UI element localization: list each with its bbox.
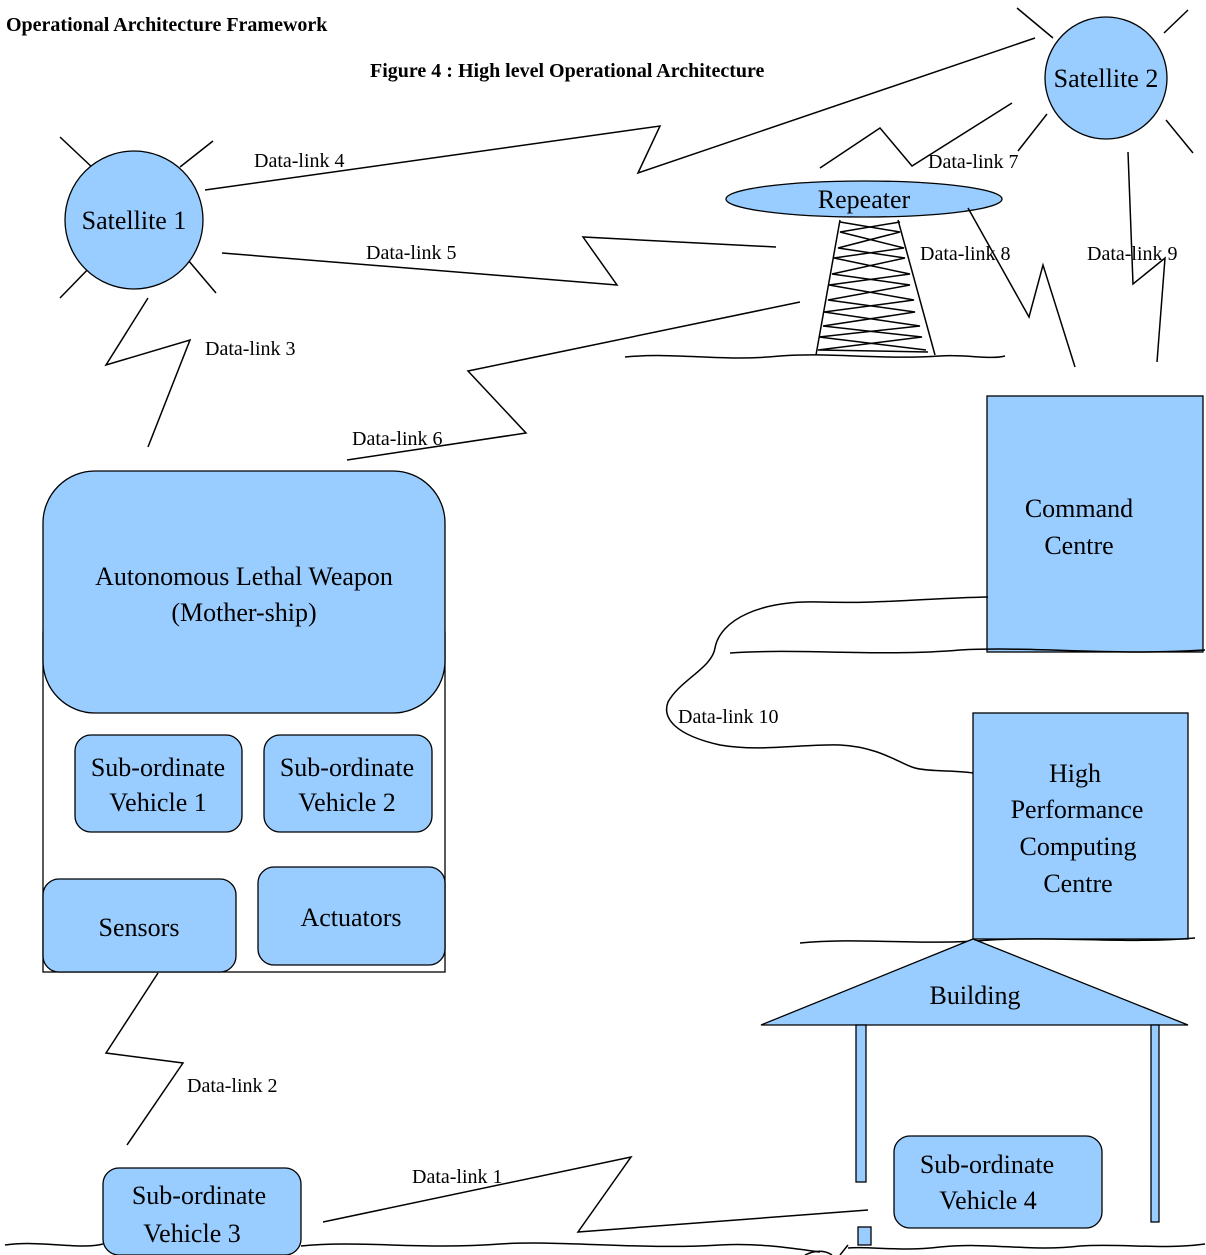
subordinate-vehicle-2-line1: Sub-ordinate: [280, 753, 414, 782]
subordinate-vehicle-2-line2: Vehicle 2: [298, 788, 395, 817]
mothership-subtitle: (Mother-ship): [171, 598, 316, 627]
ground-line-command: [729, 648, 1206, 654]
data-link-5-label: Data-link 5: [366, 242, 457, 264]
data-link-9-label: Data-link 9: [1087, 243, 1178, 265]
satellite-1: Satellite 1: [59, 136, 217, 299]
hpc-line2: Performance: [1011, 795, 1144, 824]
data-link-9-line: [1127, 151, 1166, 363]
hpc-centre: High Performance Computing Centre: [972, 712, 1189, 940]
hpc-line3: Computing: [1019, 832, 1136, 861]
data-link-6-label: Data-link 6: [352, 428, 443, 450]
sensors-box: [42, 878, 237, 973]
actuators-label: Actuators: [300, 903, 401, 932]
data-link-7-line: [819, 102, 1013, 169]
satellite-2: Satellite 2: [1016, 7, 1194, 154]
building: Building Sub-ordinate Vehicle 4: [760, 938, 1189, 1246]
data-link-10-label: Data-link 10: [678, 706, 779, 728]
satellite-2-label: Satellite 2: [1054, 64, 1159, 93]
satellite-1-label: Satellite 1: [82, 206, 187, 235]
data-link-4-line: [204, 37, 1036, 191]
repeater-label: Repeater: [818, 185, 911, 214]
mothership-title: Autonomous Lethal Weapon: [95, 562, 393, 591]
data-link-8-label: Data-link 8: [920, 243, 1011, 265]
data-link-6-line: [346, 301, 801, 461]
data-link-1-line: [322, 1155, 869, 1233]
hpc-line4: Centre: [1043, 869, 1112, 898]
building-label: Building: [929, 981, 1020, 1010]
data-link-7-label: Data-link 7: [928, 151, 1019, 173]
subordinate-vehicle-4-line1: Sub-ordinate: [920, 1150, 1054, 1179]
figure-caption: Figure 4 : High level Operational Archit…: [370, 60, 765, 82]
data-link-5-line: [221, 236, 777, 286]
subordinate-vehicle-1-line2: Vehicle 1: [109, 788, 206, 817]
mothership-group: Autonomous Lethal Weapon (Mother-ship) S…: [42, 470, 446, 973]
command-centre: Command Centre: [986, 395, 1204, 653]
data-link-2-label: Data-link 2: [187, 1075, 278, 1097]
command-centre-line1: Command: [1025, 494, 1133, 523]
sensors-label: Sensors: [99, 913, 180, 942]
data-link-3-line: [104, 297, 192, 448]
command-centre-line2: Centre: [1044, 531, 1113, 560]
ground-line-hpc: [799, 937, 1196, 944]
subordinate-vehicle-2: [263, 734, 433, 833]
data-link-1-label: Data-link 1: [412, 1166, 503, 1188]
subordinate-vehicle-1: [74, 734, 243, 833]
subordinate-vehicle-4: [893, 1135, 1103, 1229]
actuators-box: [257, 866, 446, 966]
subordinate-vehicle-3: Sub-ordinate Vehicle 3: [102, 1167, 302, 1255]
data-link-4-label: Data-link 4: [254, 150, 345, 172]
data-link-8-line: [967, 207, 1076, 368]
subordinate-vehicle-4-line2: Vehicle 4: [939, 1186, 1036, 1215]
hpc-line1: High: [1049, 759, 1101, 788]
data-link-3-label: Data-link 3: [205, 338, 296, 360]
subordinate-vehicle-1-line1: Sub-ordinate: [91, 753, 225, 782]
subordinate-vehicle-3-line1: Sub-ordinate: [132, 1181, 266, 1210]
ground-line-bottom: [4, 1242, 1206, 1253]
repeater-tower: Repeater: [624, 180, 1006, 359]
subordinate-vehicle-3-line2: Vehicle 3: [143, 1219, 240, 1248]
framework-title: Operational Architecture Framework: [6, 14, 328, 36]
data-link-2-line: [104, 972, 185, 1146]
data-link-10-line: [666, 596, 989, 774]
